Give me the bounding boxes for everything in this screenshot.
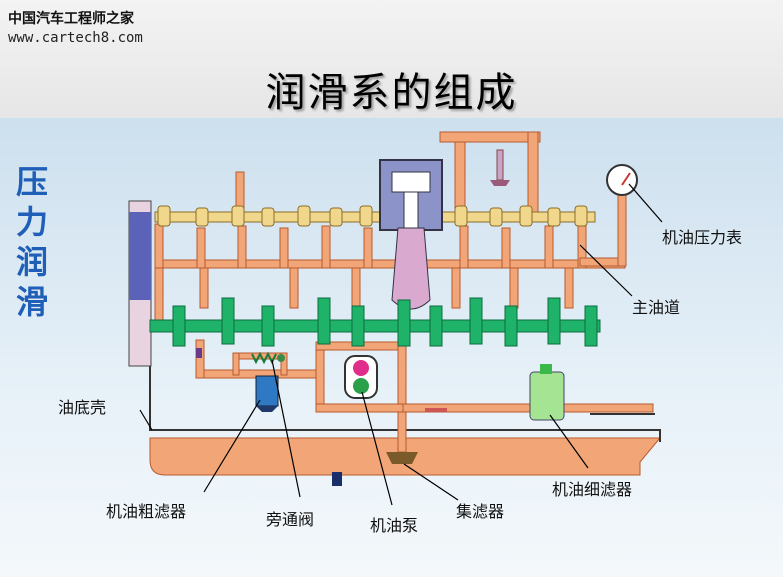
- label-fine-filter: 机油细滤器: [552, 480, 633, 499]
- pipe-marker: [196, 348, 202, 358]
- front-gear: [129, 212, 151, 300]
- label-pressure-gauge: 机油压力表: [662, 228, 743, 247]
- fine-filter-cap: [540, 364, 552, 374]
- label-coarse-filter: 机油粗滤器: [106, 502, 187, 521]
- label-oil-pan: 油底壳: [58, 398, 107, 417]
- side-label-char: 力: [15, 203, 48, 241]
- leader-lines: [139, 183, 663, 506]
- side-label-char: 滑: [15, 283, 48, 321]
- pressure-gauge-dial: [606, 164, 638, 196]
- valve-head: [490, 180, 510, 186]
- fine-filter-body: [529, 371, 565, 421]
- slide-title: 润滑系的组成: [265, 70, 518, 116]
- label-main-gallery: 主油道: [632, 298, 681, 317]
- piston-assembly: [379, 159, 443, 310]
- watermark-url: www.cartech8.com: [8, 30, 143, 46]
- bypass-ball: [277, 354, 285, 362]
- oil-pump-body: [344, 355, 378, 399]
- side-label-char: 润: [15, 243, 48, 281]
- side-label-char: 压: [15, 163, 48, 201]
- oil-pump-gear-bottom: [353, 378, 369, 394]
- strainer: [386, 452, 418, 464]
- oil-pump-gear-top: [353, 360, 369, 376]
- drain-plug: [332, 472, 342, 486]
- slide-header: 中国汽车工程师之家 www.cartech8.com 润滑系的组成: [0, 0, 783, 118]
- label-oil-pump: 机油泵: [370, 516, 419, 535]
- side-label: 压 力 润 滑: [12, 162, 52, 322]
- check-marker: [425, 408, 447, 412]
- label-strainer: 集滤器: [456, 502, 505, 521]
- watermark-site-name: 中国汽车工程师之家: [8, 11, 134, 27]
- coarse-filter-cap: [256, 406, 278, 412]
- label-bypass-valve: 旁通阀: [266, 510, 315, 529]
- crankshaft: [149, 297, 601, 347]
- valve-stem: [496, 149, 504, 181]
- camshaft: [154, 205, 596, 227]
- pressure-gauge-needle: [621, 172, 631, 186]
